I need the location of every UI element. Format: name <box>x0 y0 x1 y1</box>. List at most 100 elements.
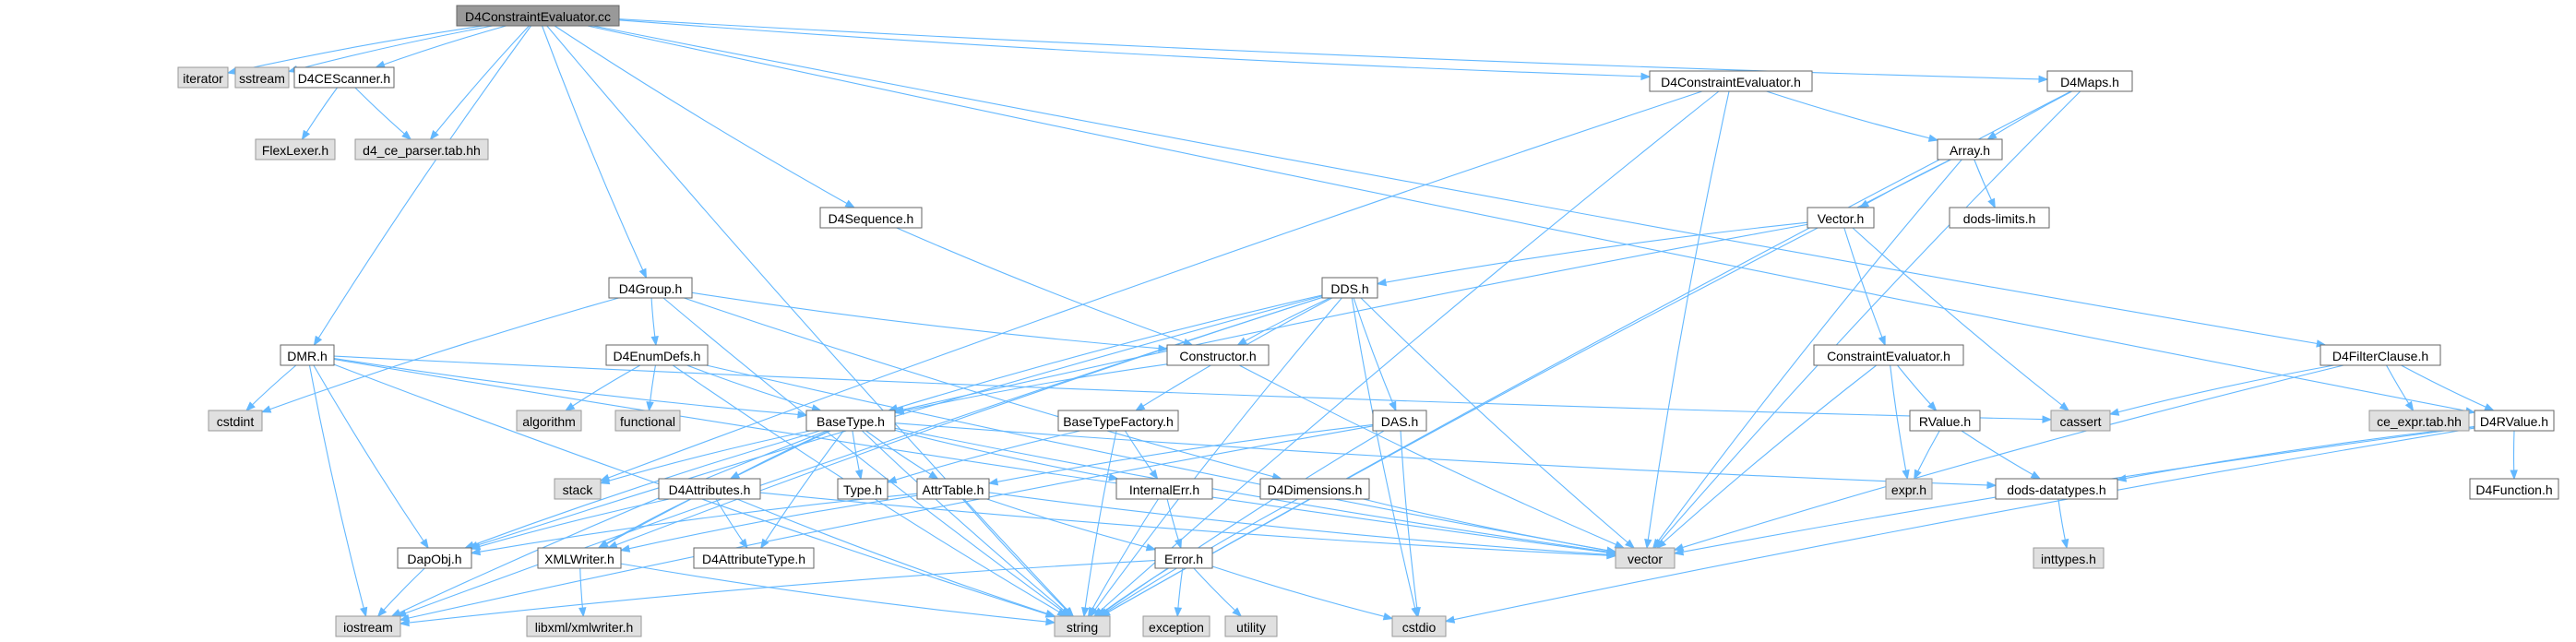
node-d4enumdefs[interactable]: D4EnumDefs.h <box>605 344 709 366</box>
node-box <box>1057 410 1179 432</box>
edge-vector_h-to-basetype <box>893 223 1808 414</box>
node-basetype[interactable]: BaseType.h <box>805 410 896 432</box>
node-string: string <box>1054 615 1111 637</box>
node-box <box>516 410 582 432</box>
edge-line <box>618 19 1651 77</box>
edge-d4filterclause-to-ceexpr <box>2386 364 2415 412</box>
node-stack: stack <box>554 478 602 500</box>
node-label: D4Dimensions.h <box>1268 482 1363 497</box>
edge-error-to-exception <box>1174 567 1184 618</box>
edge-attrtable-to-error <box>986 498 1157 552</box>
edge-line <box>1377 221 1808 285</box>
edge-arrowhead <box>375 60 386 68</box>
edge-line <box>333 357 807 416</box>
edge-line <box>308 364 367 617</box>
node-type[interactable]: Type.h <box>837 478 888 500</box>
edge-d4ce_h-to-array <box>1766 90 1939 142</box>
node-label: cstdio <box>1402 620 1437 635</box>
node-rvalue[interactable]: RValue.h <box>1909 410 1981 432</box>
node-label: d4_ce_parser.tab.hh <box>363 143 481 158</box>
edge-error-to-cstdio <box>1211 565 1394 621</box>
node-box <box>916 478 990 500</box>
node-vector_h[interactable]: Vector.h <box>1807 207 1875 229</box>
edge-d4maps-to-array <box>1986 90 2072 140</box>
node-d4dimensions[interactable]: D4Dimensions.h <box>1259 478 1370 500</box>
node-d4rvalue[interactable]: D4RValue.h <box>2474 410 2555 432</box>
edge-error-to-utility <box>1193 567 1243 617</box>
node-root[interactable]: D4ConstraintEvaluator.cc <box>456 5 620 27</box>
node-functional: functional <box>614 410 681 432</box>
node-basetypefactory[interactable]: BaseTypeFactory.h <box>1057 410 1179 432</box>
node-box <box>208 410 263 432</box>
node-dodslimits[interactable]: dods-limits.h <box>1949 207 2050 229</box>
node-label: AttrTable.h <box>923 482 984 497</box>
edge-arrowhead <box>1444 615 1456 624</box>
edge-dmr-to-cassert <box>333 355 2053 423</box>
node-label: DAS.h <box>1381 414 1418 429</box>
node-dmr[interactable]: DMR.h <box>280 344 335 366</box>
node-label: Type.h <box>843 482 882 497</box>
node-box <box>1909 410 1981 432</box>
node-d4filterclause[interactable]: D4FilterClause.h <box>2320 344 2441 366</box>
node-array[interactable]: Array.h <box>1937 138 2003 160</box>
edge-arrowhead <box>1644 538 1652 550</box>
node-d4attributes[interactable]: D4Attributes.h <box>658 478 761 500</box>
node-dds[interactable]: DDS.h <box>1321 277 1378 299</box>
edge-basetype-to-iostream <box>390 430 828 617</box>
node-d4ce_h[interactable]: D4ConstraintEvaluator.h <box>1649 70 1813 92</box>
edge-line <box>888 294 1323 411</box>
node-constrainteval[interactable]: ConstraintEvaluator.h <box>1813 344 1964 366</box>
node-d4sequence[interactable]: D4Sequence.h <box>819 207 923 229</box>
node-d4attributetype[interactable]: D4AttributeType.h <box>693 547 815 569</box>
edge-arrowhead <box>1145 543 1157 552</box>
edge-attrtable-to-xmlwriter <box>619 494 918 553</box>
node-constructor[interactable]: Constructor.h <box>1166 344 1270 366</box>
node-d4group[interactable]: D4Group.h <box>608 277 693 299</box>
node-label: D4EnumDefs.h <box>614 349 701 363</box>
edge-root-to-string <box>546 25 1075 618</box>
node-attrtable[interactable]: AttrTable.h <box>916 478 990 500</box>
node-box <box>693 547 815 569</box>
edge-line <box>887 430 1080 483</box>
node-xmlwriter[interactable]: XMLWriter.h <box>537 547 622 569</box>
edge-arrowhead <box>2404 400 2415 412</box>
edge-layer <box>226 18 2518 627</box>
node-label: functional <box>620 414 675 429</box>
node-dodsdatatypes[interactable]: dods-datatypes.h <box>1995 478 2118 500</box>
node-label: iterator <box>183 71 223 86</box>
edge-line <box>333 355 2052 421</box>
edge-arrowhead <box>376 607 388 618</box>
edge-line <box>988 423 1374 484</box>
edge-line <box>469 295 1323 549</box>
node-d4function[interactable]: D4Function.h <box>2469 478 2559 500</box>
node-box <box>1115 478 1213 500</box>
node-das[interactable]: DAS.h <box>1372 410 1427 432</box>
edge-arrowhead <box>470 542 482 551</box>
node-box <box>819 207 923 229</box>
node-box <box>1391 615 1447 637</box>
edge-vector_h-to-dds <box>1376 221 1808 287</box>
node-internalerr[interactable]: InternalErr.h <box>1115 478 1213 500</box>
node-box <box>2033 547 2105 569</box>
node-dapobj[interactable]: DapObj.h <box>397 547 472 569</box>
node-d4maps[interactable]: D4Maps.h <box>2046 70 2133 92</box>
edge-line <box>1193 567 1242 617</box>
edge-constrainteval-to-rvalue <box>1897 364 1938 412</box>
edge-line <box>1656 364 1878 549</box>
node-box <box>397 547 472 569</box>
node-error[interactable]: Error.h <box>1154 547 1213 569</box>
edge-arrowhead <box>928 470 939 480</box>
node-box <box>2474 410 2555 432</box>
edge-arrowhead <box>1087 606 1096 618</box>
edge-arrowhead <box>390 609 402 617</box>
edge-arrowhead <box>1063 607 1074 617</box>
node-d4cescanner[interactable]: D4CEScanner.h <box>293 66 395 89</box>
node-box <box>177 66 229 89</box>
edge-basetype-to-d4attributetype <box>759 430 844 550</box>
node-expr: expr.h <box>1885 478 1933 500</box>
edge-line <box>684 297 1282 480</box>
edge-arrowhead <box>1673 548 1685 556</box>
edge-arrowhead <box>578 607 587 618</box>
edge-line <box>542 25 647 279</box>
edge-arrowhead <box>1614 541 1626 549</box>
